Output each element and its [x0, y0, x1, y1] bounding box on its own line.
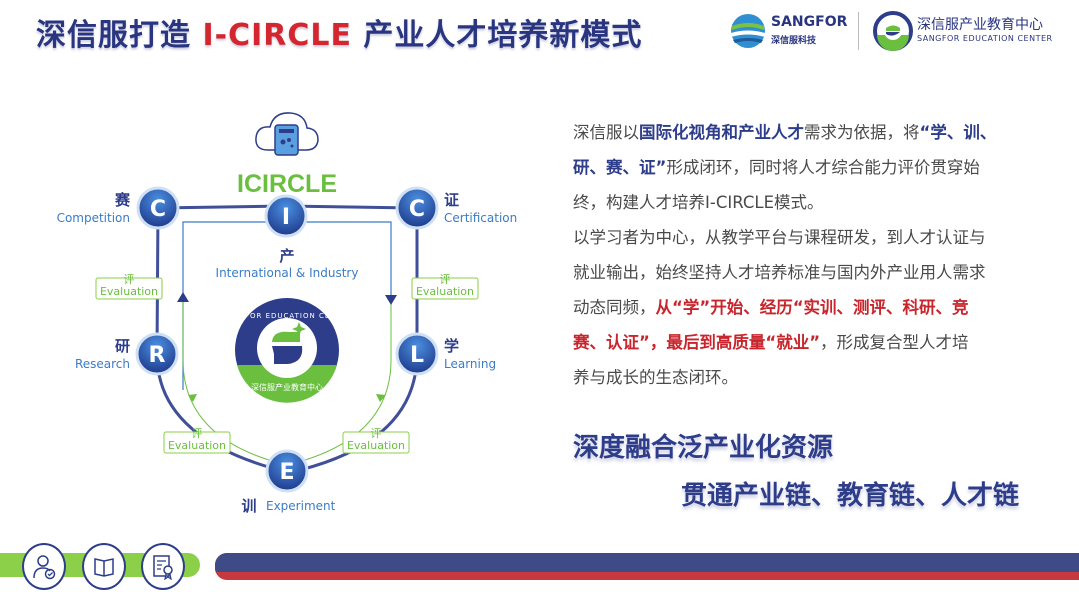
title-suffix: 产业人才培养新模式	[351, 18, 643, 53]
text-segment: 需求为依据，将	[804, 123, 920, 142]
node-letter: E	[279, 460, 294, 485]
node-cn: 学	[444, 337, 459, 355]
node-en: Learning	[444, 357, 496, 371]
description-line: 就业输出，始终坚持人才培养标准与国内外产业用人需求	[573, 255, 996, 290]
icircle-diagram: ICIRCLE SANGFOR EDUCATION CENTER 深信服产业教育…	[57, 112, 517, 515]
node-cn: 赛	[114, 191, 131, 209]
node-cn: 训	[241, 497, 256, 515]
evaluation-en: Evaluation	[416, 285, 474, 298]
description-line: 研、赛、证”形成闭环，同时将人才综合能力评价贯穿始	[573, 150, 996, 185]
description-line: 终，构建人才培养I-CIRCLE模式。	[573, 185, 996, 220]
node-en: Experiment	[266, 499, 336, 513]
center-logo-ring-top: SANGFOR EDUCATION CENTER	[221, 312, 353, 320]
highlight-segment: 国际化视角和产业人才	[639, 123, 804, 142]
text-segment: 以学习者为中心，从教学平台与课程研发，到人才认证与	[573, 228, 986, 247]
education-center-logo-icon	[873, 11, 913, 51]
node-learning: L 学 Learning	[395, 332, 496, 376]
node-experiment: E 训 Experiment	[241, 449, 336, 515]
center-education-logo: SANGFOR EDUCATION CENTER 深信服产业教育中心	[221, 298, 353, 403]
highlight-segment: 研、赛、证”	[573, 158, 667, 177]
highlight-segment: 赛、认证”，最后到高质量“就业”	[573, 333, 821, 352]
node-cn: 证	[444, 191, 459, 209]
text-segment: 养与成长的生态闭环。	[573, 368, 738, 387]
node-en: Competition	[57, 211, 130, 225]
node-letter: I	[282, 205, 290, 230]
slogan-line-1: 深度融合泛产业化资源	[573, 433, 834, 463]
evaluation-box-right: 评 Evaluation	[411, 273, 479, 300]
arrow-down-icon	[385, 295, 397, 305]
node-letter: R	[149, 343, 166, 368]
education-center-name: 深信服产业教育中心	[917, 17, 1043, 33]
evaluation-cn: 评	[371, 427, 382, 440]
sangfor-logo-icon	[731, 14, 765, 48]
text-segment: 终，构建人才培养I-CIRCLE模式。	[573, 193, 824, 212]
book-icon	[82, 543, 126, 590]
node-competition: C 赛 Competition	[57, 186, 180, 230]
node-en: Certification	[444, 211, 517, 225]
title-prefix: 深信服打造	[36, 18, 203, 53]
user-check-icon	[22, 543, 66, 590]
node-en: International & Industry	[216, 266, 359, 280]
icircle-brand: ICIRCLE	[237, 170, 337, 198]
sangfor-logo-sub: 深信服科技	[771, 36, 817, 46]
node-cn: 产	[279, 247, 294, 265]
arrow-up-icon	[177, 292, 189, 302]
node-en: Research	[75, 357, 130, 371]
description-line: 养与成长的生态闭环。	[573, 360, 996, 395]
evaluation-en: Evaluation	[347, 439, 405, 452]
certificate-icon	[141, 543, 185, 590]
evaluation-cn: 评	[124, 273, 135, 286]
node-letter: C	[150, 197, 166, 222]
evaluation-cn: 评	[192, 427, 203, 440]
page-title: 深信服打造 I-CIRCLE 产业人才培养新模式	[36, 10, 642, 54]
evaluation-box-left: 评 Evaluation	[95, 273, 163, 300]
node-certification: C 证 Certification	[395, 186, 517, 230]
node-research: R 研 Research	[75, 332, 179, 376]
node-international-industry: I 产 International & Industry	[216, 194, 359, 280]
title-highlight: I-CIRCLE	[202, 18, 352, 53]
footer-navy-red-bar	[215, 553, 1079, 580]
evaluation-cn: 评	[440, 273, 451, 286]
evaluation-en: Evaluation	[100, 285, 158, 298]
description-paragraph: 深信服以国际化视角和产业人才需求为依据，将“学、训、研、赛、证”形成闭环，同时将…	[573, 115, 996, 395]
text-segment: ，形成复合型人才培	[820, 333, 969, 352]
arrow-green-left-icon	[188, 394, 197, 402]
description-line: 深信服以国际化视角和产业人才需求为依据，将“学、训、	[573, 115, 996, 150]
description-line: 动态同频，从“学”开始、经历“实训、测评、科研、竞	[573, 290, 996, 325]
text-segment: 深信服以	[573, 123, 639, 142]
node-letter: L	[410, 343, 424, 368]
text-segment: 动态同频，	[573, 298, 656, 317]
description-line: 赛、认证”，最后到高质量“就业”，形成复合型人才培	[573, 325, 996, 360]
text-segment: 就业输出，始终坚持人才培养标准与国内外产业用人需求	[573, 263, 986, 282]
evaluation-box-bottom-right: 评 Evaluation	[342, 427, 410, 454]
slogan-line-2: 贯通产业链、教育链、人才链	[681, 481, 1020, 511]
description-line: 以学习者为中心，从教学平台与课程研发，到人才认证与	[573, 220, 996, 255]
education-center-sub: SANGFOR EDUCATION CENTER	[917, 34, 1053, 43]
highlight-segment: 从“学”开始、经历“实训、测评、科研、竞	[655, 298, 969, 317]
node-cn: 研	[115, 337, 130, 355]
sangfor-logo-name: SANGFOR	[771, 14, 848, 30]
center-logo-ring-bottom: 深信服产业教育中心	[251, 382, 323, 392]
evaluation-en: Evaluation	[168, 439, 226, 452]
cloud-platform-icon	[255, 112, 319, 156]
highlight-segment: “学、训、	[919, 123, 997, 142]
evaluation-box-bottom-left: 评 Evaluation	[163, 427, 231, 454]
text-segment: 形成闭环，同时将人才综合能力评价贯穿始	[666, 158, 980, 177]
node-letter: C	[409, 197, 425, 222]
arrow-green-right-icon	[376, 394, 386, 402]
logo-divider	[858, 12, 859, 50]
